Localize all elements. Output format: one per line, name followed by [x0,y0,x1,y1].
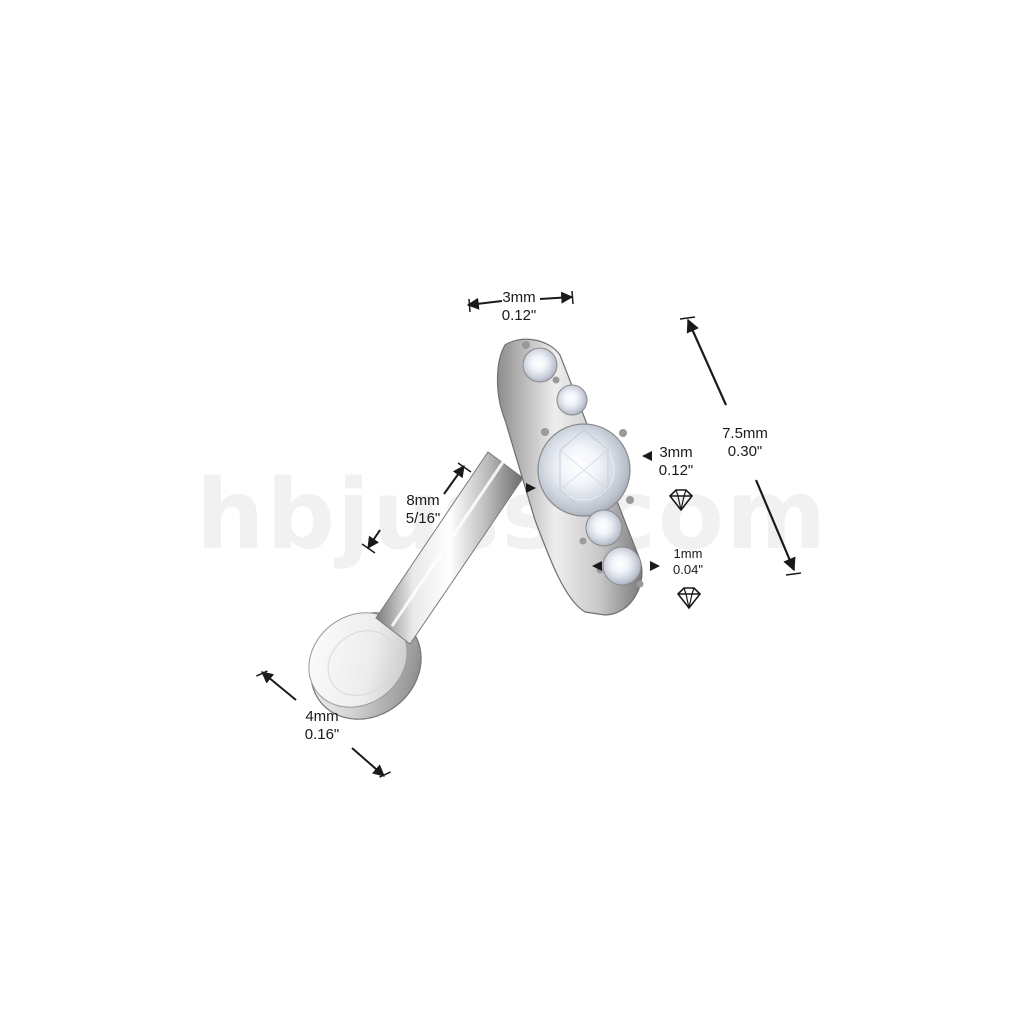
disc-diameter-mm: 4mm [305,708,338,725]
post-length-inch: 5/16" [406,510,441,527]
length-inch: 0.30" [728,443,763,460]
dim-post-length: 8mm 5/16" [361,462,472,554]
dim-top-width: 3mm 0.12" [466,289,574,324]
top-width-mm: 3mm [502,289,535,306]
dim-center-stone: 3mm 0.12" [526,444,694,512]
gem-cluster-top [496,338,644,616]
gem-icon [676,587,702,610]
post-length-mm: 8mm [406,492,439,509]
length-mm: 7.5mm [722,425,768,442]
gem-icon [668,489,694,512]
labret-illustration [308,338,644,720]
dim-length: 7.5mm 0.30" [679,316,802,576]
dim-small-stone: 1mm 0.04" [592,546,703,610]
center-stone-inch: 0.12" [659,462,694,479]
top-width-inch: 0.12" [502,307,537,324]
dim-disc-diameter: 4mm 0.16" [256,670,391,778]
center-stone-mm: 3mm [659,444,692,461]
small-stone-mm: 1mm [674,546,703,561]
small-stone-inch: 0.04" [673,562,703,577]
disc-diameter-inch: 0.16" [305,726,340,743]
